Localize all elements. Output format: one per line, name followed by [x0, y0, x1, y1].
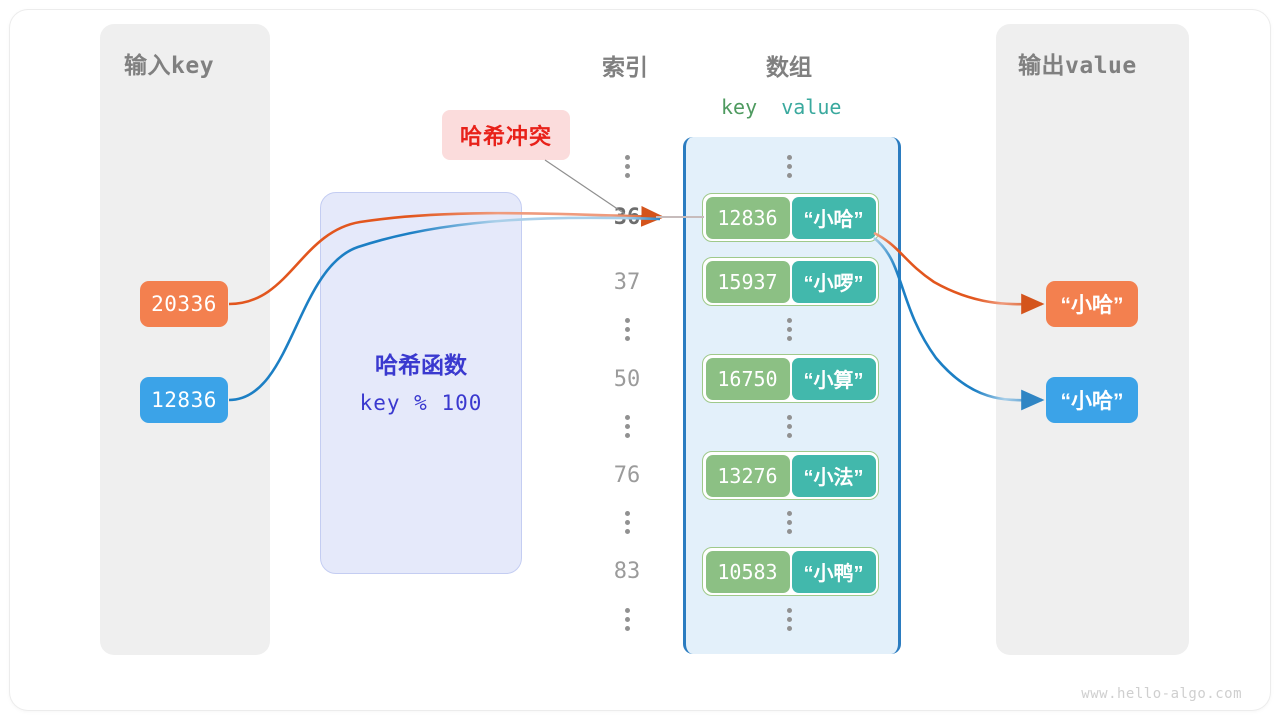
array-dots-2 — [784, 415, 794, 438]
index-76-label: 76 — [613, 463, 641, 488]
hash-function-title: 哈希函数 — [375, 352, 467, 378]
index-83[interactable]: 83 — [597, 559, 657, 584]
output-panel-title-cn: 输出 — [1018, 52, 1065, 78]
bucket-76-value: “小法” — [791, 454, 876, 497]
bucket-50-value: “小算” — [791, 357, 876, 400]
hash-collision-label: 哈希冲突 — [460, 124, 553, 149]
bucket-83[interactable]: 10583 “小鸭” — [702, 547, 879, 596]
input-key-0-label: 20336 — [151, 292, 217, 316]
bucket-50-key: 16750 — [705, 357, 790, 400]
bucket-36[interactable]: 12836 “小哈” — [702, 193, 879, 242]
index-dots-3 — [622, 511, 632, 534]
index-37-label: 37 — [613, 270, 641, 295]
index-83-label: 83 — [613, 559, 641, 584]
index-dots-1 — [622, 318, 632, 341]
output-value-0[interactable]: “小哈” — [1046, 281, 1138, 327]
array-column-header: 数组 — [739, 48, 839, 82]
bucket-76-key: 13276 — [705, 454, 790, 497]
index-header-label: 索引 — [602, 54, 648, 80]
hash-function-box: 哈希函数 key % 100 — [320, 192, 522, 574]
index-dots-top — [622, 155, 632, 178]
input-key-1[interactable]: 12836 — [140, 377, 228, 423]
bucket-37-key: 15937 — [705, 260, 790, 303]
hash-function-expression: key % 100 — [359, 391, 483, 415]
input-panel — [100, 24, 270, 655]
index-50-label: 50 — [613, 367, 641, 392]
output-value-1-label: “小哈” — [1060, 390, 1124, 413]
input-panel-title-cn: 输入 — [124, 52, 171, 78]
bucket-36-key-label: 12836 — [717, 205, 778, 230]
bucket-36-value-label: “小哈” — [803, 209, 864, 231]
bucket-50-value-label: “小算” — [803, 370, 864, 392]
bucket-36-key: 12836 — [705, 196, 790, 239]
index-36[interactable]: 36 — [597, 205, 657, 230]
index-50[interactable]: 50 — [597, 367, 657, 392]
index-76[interactable]: 76 — [597, 463, 657, 488]
output-panel — [996, 24, 1189, 655]
array-dots-top — [784, 155, 794, 178]
index-dots-2 — [622, 415, 632, 438]
bucket-76-key-label: 13276 — [717, 463, 778, 488]
bucket-83-value: “小鸭” — [791, 550, 876, 593]
input-key-1-label: 12836 — [151, 388, 217, 412]
watermark: www.hello-algo.com — [1081, 686, 1242, 702]
array-dots-1 — [784, 318, 794, 341]
output-value-1[interactable]: “小哈” — [1046, 377, 1138, 423]
bucket-36-value: “小哈” — [791, 196, 876, 239]
bucket-37-value-label: “小啰” — [803, 273, 864, 295]
input-panel-title: 输入key — [124, 46, 214, 80]
index-dots-bottom — [622, 608, 632, 631]
output-panel-title: 输出value — [1018, 46, 1137, 80]
bucket-37-value: “小啰” — [791, 260, 876, 303]
array-dots-3 — [784, 511, 794, 534]
output-value-0-label: “小哈” — [1060, 294, 1124, 317]
key-header-label: key — [721, 95, 758, 119]
bucket-76-value-label: “小法” — [803, 467, 864, 489]
input-key-0[interactable]: 20336 — [140, 281, 228, 327]
hash-collision-badge: 哈希冲突 — [442, 110, 571, 160]
index-37[interactable]: 37 — [597, 270, 657, 295]
index-36-label: 36 — [613, 205, 641, 230]
bucket-50-key-label: 16750 — [717, 366, 778, 391]
bucket-50[interactable]: 16750 “小算” — [702, 354, 879, 403]
array-dots-bottom — [784, 608, 794, 631]
bucket-37[interactable]: 15937 “小啰” — [702, 257, 879, 306]
bucket-83-key: 10583 — [705, 550, 790, 593]
value-header-label: value — [781, 95, 842, 119]
bucket-83-key-label: 10583 — [717, 559, 778, 584]
bucket-37-key-label: 15937 — [717, 269, 778, 294]
bucket-76[interactable]: 13276 “小法” — [702, 451, 879, 500]
index-column-header: 索引 — [575, 48, 675, 82]
array-header-label: 数组 — [766, 54, 812, 80]
key-value-header: key value — [721, 95, 841, 119]
bucket-83-value-label: “小鸭” — [803, 563, 864, 585]
output-panel-title-code: value — [1065, 53, 1137, 79]
input-panel-title-code: key — [171, 53, 215, 79]
